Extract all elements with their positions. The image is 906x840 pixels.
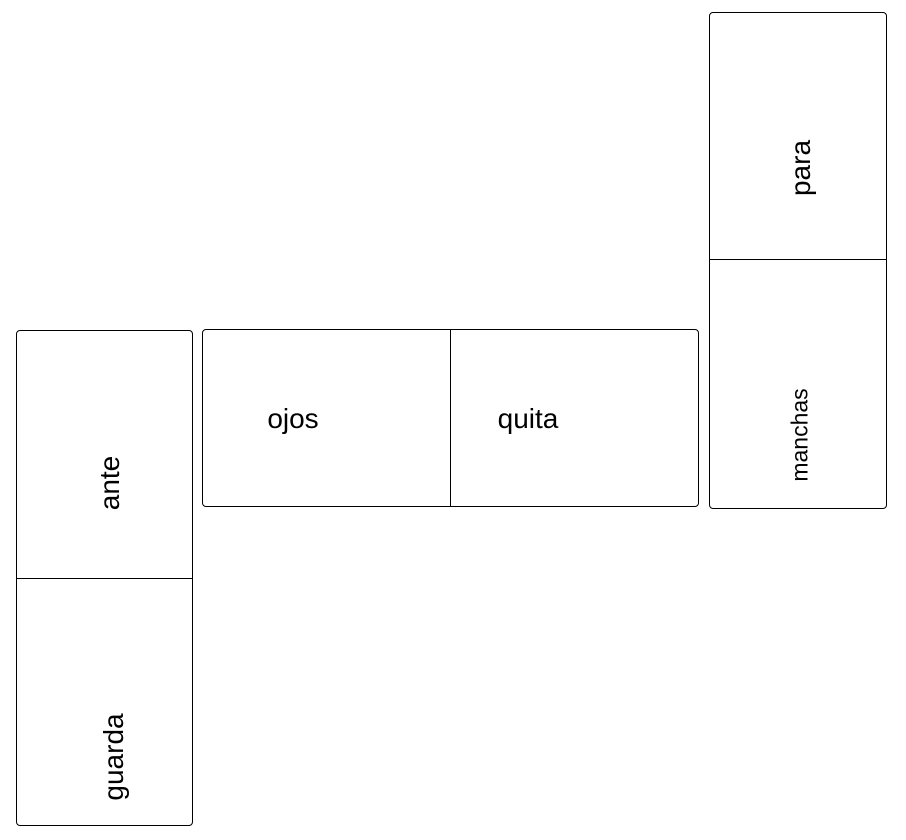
domino-card-para-manchas (709, 12, 887, 509)
word-para: para (785, 139, 816, 197)
word-manchas: manchas (786, 388, 813, 482)
domino-card-ojos-quita (202, 329, 699, 507)
word-quita: quita (497, 403, 559, 434)
word-ante: ante (94, 455, 125, 511)
word-ojos: ojos (267, 403, 319, 434)
domino-divider (450, 330, 451, 506)
word-guarda: guarda (98, 713, 129, 801)
domino-card-ante-guarda (16, 330, 193, 826)
domino-divider (17, 578, 192, 579)
domino-divider (710, 259, 886, 260)
